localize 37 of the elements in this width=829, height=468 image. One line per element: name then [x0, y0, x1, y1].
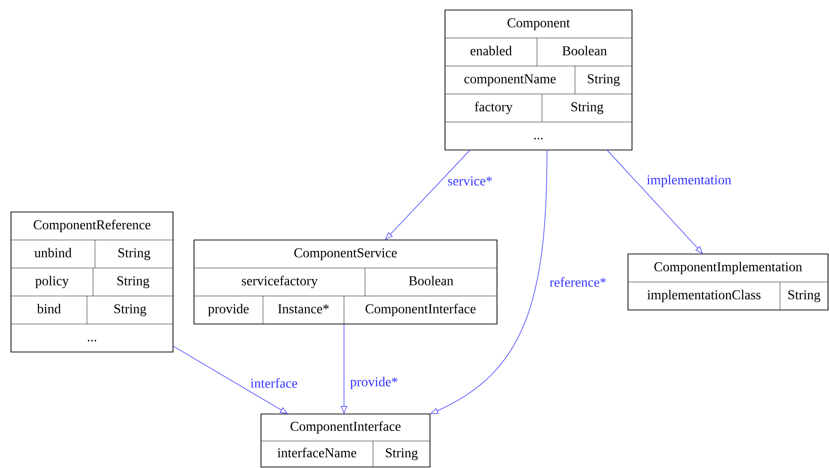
attribute-type: String — [788, 290, 820, 302]
attribute-type: Instance* — [278, 304, 329, 314]
attribute-name: bind — [37, 304, 61, 314]
attribute-type: String — [118, 248, 150, 260]
edge-label: implementation — [646, 174, 732, 188]
attribute-name: componentName — [464, 74, 556, 86]
attribute-name: implementationClass — [647, 290, 761, 302]
class-name: ComponentReference — [34, 220, 150, 232]
attribute-type: Boolean — [408, 276, 454, 286]
class-name: ComponentInterface — [290, 421, 401, 434]
attribute-type: String — [571, 102, 604, 114]
edge-label: interface — [249, 377, 299, 389]
attribute-type: String — [117, 276, 150, 288]
class-name: ComponentService — [294, 248, 397, 260]
arrow — [385, 150, 470, 240]
attribute-name: enabled — [470, 46, 512, 56]
attribute-type: String — [114, 304, 146, 316]
attribute-name: provide — [208, 304, 249, 316]
ellipsis: ... — [88, 340, 96, 342]
edge-label: service* — [446, 175, 494, 187]
ellipsis: ... — [534, 138, 543, 140]
attribute-name: interfaceName — [278, 448, 356, 458]
edge-label: reference* — [548, 276, 608, 288]
attribute-name: unbind — [34, 248, 72, 258]
attribute-name: policy — [35, 276, 69, 288]
attribute-type: String — [588, 74, 620, 86]
class-name: Component — [508, 18, 570, 30]
edge-label: provide* — [349, 376, 399, 390]
attribute-name: factory — [474, 102, 513, 114]
class-name: ComponentImplementation — [654, 262, 802, 274]
attribute-type: ComponentInterface — [366, 304, 476, 316]
arrow — [172, 346, 288, 414]
attribute-type: Boolean — [562, 46, 607, 56]
attribute-name: servicefactory — [242, 276, 318, 288]
arrow — [606, 150, 703, 254]
arrow — [430, 150, 548, 414]
attribute-type: String — [386, 448, 418, 460]
